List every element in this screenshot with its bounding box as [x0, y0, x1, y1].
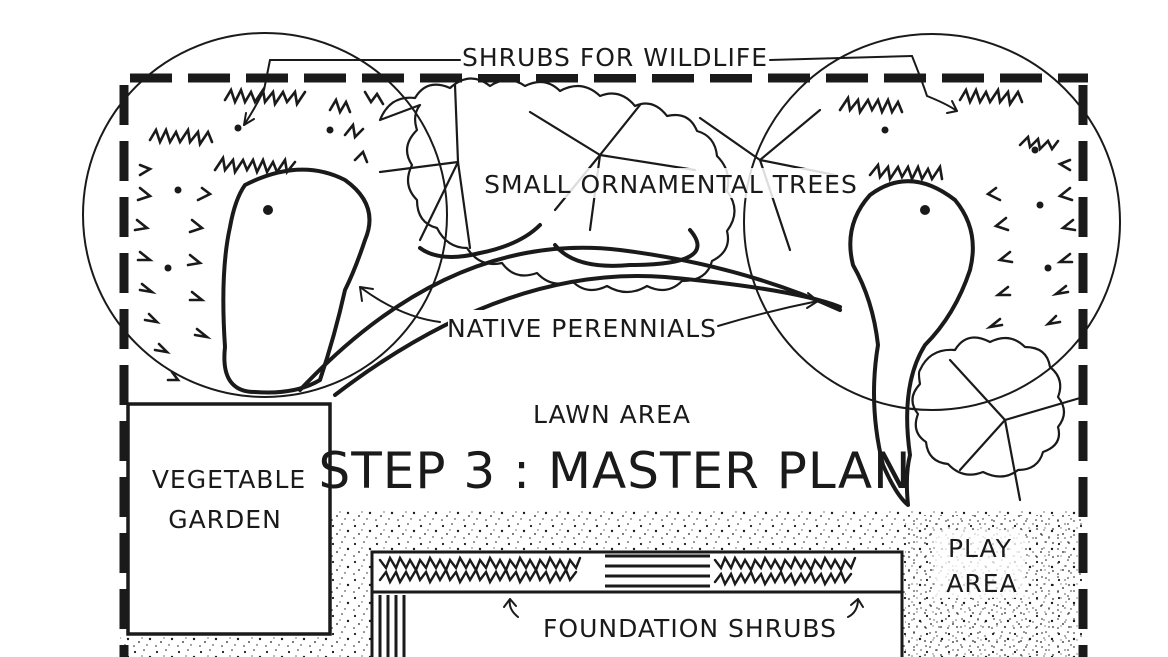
label-foundation-shrubs: FOUNDATION SHRUBS — [543, 614, 837, 643]
page-title: STEP 3 : MASTER PLAN — [319, 442, 912, 500]
shrub-center-dots-left — [164, 124, 334, 272]
label-play-area-line1: PLAY — [948, 534, 1012, 563]
wildlife-shrubs-right — [838, 86, 1077, 330]
tree-canopy-circles — [82, 32, 1121, 411]
native-perennial-beds — [221, 167, 975, 507]
label-shrubs-for-wildlife: SHRUBS FOR WILDLIFE — [462, 43, 768, 72]
annotation-arrows — [243, 55, 958, 618]
label-lawn-area: LAWN AREA — [533, 400, 691, 429]
ornamental-trees — [378, 77, 1082, 502]
shrub-center-dots-right — [881, 126, 1052, 272]
wildlife-shrubs-left — [133, 86, 385, 382]
label-native-perennials: NATIVE PERENNIALS — [447, 314, 717, 343]
vegetable-garden-bed — [126, 402, 332, 636]
house-outline — [370, 550, 904, 657]
foundation-shrub-beds — [378, 555, 857, 587]
label-vegetable-garden-line1: VEGETABLE — [152, 465, 306, 494]
label-vegetable-garden-line2: GARDEN — [168, 505, 282, 534]
label-play-area-line2: AREA — [946, 569, 1017, 598]
label-small-ornamental-trees: SMALL ORNAMENTAL TREES — [484, 170, 858, 199]
property-boundary — [119, 73, 1088, 657]
